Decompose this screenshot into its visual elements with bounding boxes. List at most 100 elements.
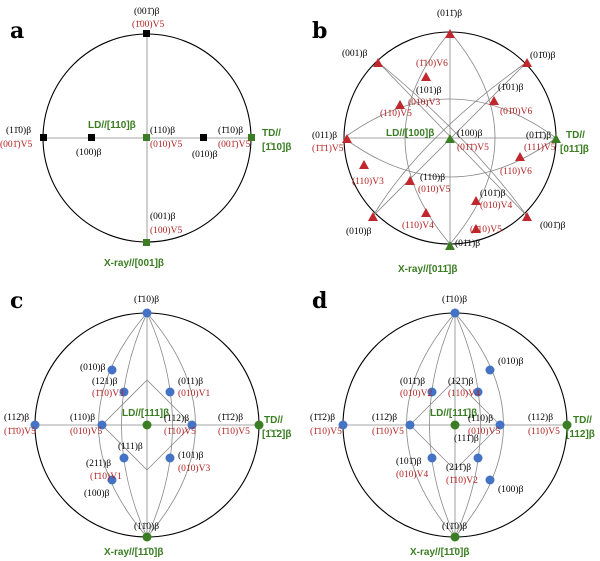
panel-letter-a: a — [10, 18, 24, 44]
label-c-110v: (010)V5 — [70, 426, 102, 437]
label-b-5: (110)V5 — [380, 108, 412, 119]
label-c-top: (1̄10)β — [134, 294, 159, 305]
dot-c-bottom — [142, 532, 152, 542]
label-d-bottom: (11̄0)β — [442, 521, 467, 532]
label-bottom-v5-a: (100)V5 — [150, 225, 182, 236]
label-c-011b: (011)β — [178, 376, 203, 387]
label-b-16: (010)V5 — [418, 184, 450, 195]
xray-label-d: X-ray//[11̄0]β — [410, 547, 469, 558]
pole-marker-mid-left-a — [88, 134, 95, 141]
pole-dots-d — [338, 308, 572, 542]
xray-label-b: X-ray//[011̄]β — [398, 264, 457, 275]
ld-label-d: LD//[111̄]β — [430, 408, 477, 419]
label-left-beta-a: (11̄0)β — [6, 125, 31, 136]
triangle-pole-b-right — [551, 134, 561, 143]
label-center-v5-a: (010)V5 — [150, 139, 182, 150]
label-d-111b: (111̄)β — [454, 433, 479, 444]
label-b-2: (01̄0)β — [530, 50, 556, 61]
triangle-pole-b-11 — [421, 208, 431, 217]
label-d-110b: (110)β — [468, 413, 493, 424]
label-d-1122v: (1̄10)V5 — [310, 426, 342, 437]
dot-d-bottom — [450, 532, 460, 542]
label-d-011v: (010)V2 — [400, 388, 432, 399]
label-b-15: (110)β — [420, 172, 445, 183]
label-d-101v: (010)V4 — [396, 469, 428, 480]
panel-letter-d: d — [312, 288, 327, 314]
label-b-21: (110)V4 — [402, 220, 434, 231]
dot-c-101 — [165, 453, 175, 463]
pole-dots-c — [30, 308, 264, 542]
panel-c: c (1̄10)β (010)β (121)β (1 — [4, 288, 291, 558]
dot-d-112 — [405, 420, 415, 430]
triangle-pole-b-12 — [368, 212, 378, 221]
great-circle-chord-c4 — [146, 424, 193, 471]
pole-marker-mid-right-a — [200, 134, 207, 141]
label-c-110b: (110)β — [70, 412, 95, 423]
label-b-11: (01̄1̄)V5 — [457, 142, 489, 153]
label-d-211v: (1̄10)V2 — [446, 475, 478, 486]
label-c-011v: (010)V1 — [178, 388, 210, 399]
label-b-1: (1̄10)V6 — [416, 58, 448, 69]
dot-c-010 — [107, 365, 117, 375]
triangle-pole-b-10 — [471, 196, 481, 205]
td-label-a: TD// — [262, 128, 281, 139]
label-top-beta-b: (011̄)β — [437, 8, 462, 19]
label-b-13: (111)V5 — [524, 142, 556, 153]
triangle-pole-b-bottom — [445, 241, 455, 250]
triangle-pole-b-center — [445, 134, 455, 143]
ld-label-c: LD//[111]β — [122, 408, 169, 419]
label-b-10: (100)β — [457, 128, 483, 139]
label-right-v5-a: (001̄)V5 — [218, 139, 250, 150]
panel-b: b — [312, 8, 589, 275]
label-d-121b: (121̄)β — [448, 376, 474, 387]
dot-c-100 — [107, 475, 117, 485]
label-d-110v: (010)V5 — [468, 426, 500, 437]
label-c-211v: (1̄10)V1 — [90, 471, 122, 482]
dot-c-211 — [119, 453, 129, 463]
panel-a: a (001̄)β (1̄00)V5 (11̄0)β (001̄)V5 (100… — [0, 6, 291, 269]
label-d-r112b: (112)β — [528, 412, 553, 423]
ld-label-a: LD//[110]β — [88, 120, 136, 131]
great-circle-chord-d4 — [454, 424, 501, 471]
great-circle-arc-b6 — [343, 137, 557, 178]
dot-c-left — [30, 420, 40, 430]
label-b-0: (001)β — [342, 48, 368, 59]
triangle-pole-b-8 — [359, 160, 369, 169]
great-circle-arc-b4 — [449, 31, 496, 245]
label-c-121v: (1̄10)V3 — [92, 388, 124, 399]
label-b-24: (01̄1)β — [455, 238, 480, 249]
great-circle-chord-c3 — [101, 424, 148, 471]
label-b-23: (001̄)β — [540, 220, 566, 231]
dot-d-center — [450, 420, 460, 430]
td-label-d: TD// — [573, 415, 592, 426]
pole-marker-left-a — [40, 134, 47, 141]
pole-marker-right-a — [248, 134, 255, 141]
dot-d-left — [338, 420, 348, 430]
label-c-100: (100)β — [84, 488, 110, 499]
dot-d-121 — [473, 387, 483, 397]
dot-c-right — [254, 420, 264, 430]
td-direction-a: [1̄10]β — [262, 142, 291, 153]
triangle-pole-b-6 — [342, 134, 352, 143]
pole-marker-center-a — [143, 134, 150, 141]
label-mid-left-beta-a: (100)β — [76, 147, 102, 158]
triangle-pole-b-5 — [395, 100, 405, 109]
dot-c-top — [142, 308, 152, 318]
great-circle-arc-b2 — [372, 61, 528, 217]
label-c-211b: (211)β — [86, 458, 111, 469]
panel-d: d (1̄10)β (010)β (011̄)β ( — [310, 288, 595, 558]
great-circle-chord-c1 — [101, 379, 148, 426]
dot-d-110 — [495, 420, 505, 430]
dot-c-112 — [187, 420, 197, 430]
td-direction-c: [1̄1̄2]β — [262, 429, 291, 440]
triangle-pole-b-top — [445, 29, 455, 38]
triangle-pole-b-9 — [405, 176, 415, 185]
label-c-112v: (1̄1̄0)V5 — [4, 426, 36, 437]
dot-d-top — [450, 308, 460, 318]
label-b-20: (010)β — [346, 226, 372, 237]
label-c-101v: (010)V3 — [178, 463, 210, 474]
panel-letter-c: c — [10, 288, 23, 314]
label-b-14: (110)V3 — [352, 176, 384, 187]
triangle-pole-b-13 — [522, 212, 532, 221]
